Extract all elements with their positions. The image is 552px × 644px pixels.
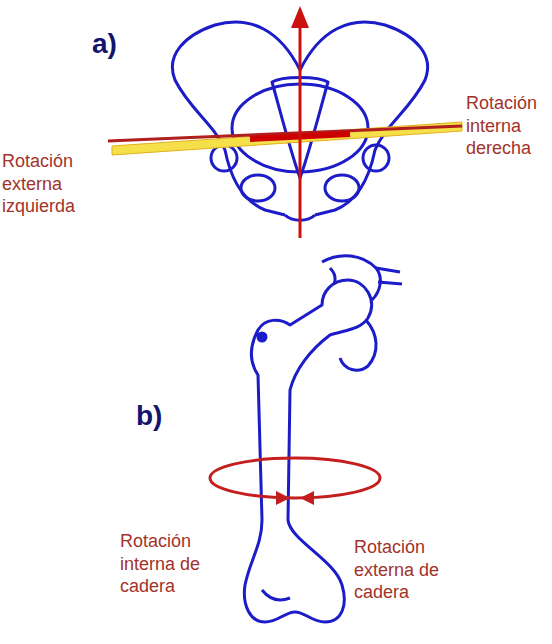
rotation-label: Rotación externa izquierda [2,150,92,218]
rotation-label: Rotación externa de cadera [354,536,442,604]
rotation-label: Rotación interna derecha [466,92,550,160]
rotation-label: Rotación interna de cadera [120,530,202,598]
femur-drawing [244,280,371,622]
panel-letter: a) [92,26,142,61]
panel-letter: b) [136,398,186,433]
